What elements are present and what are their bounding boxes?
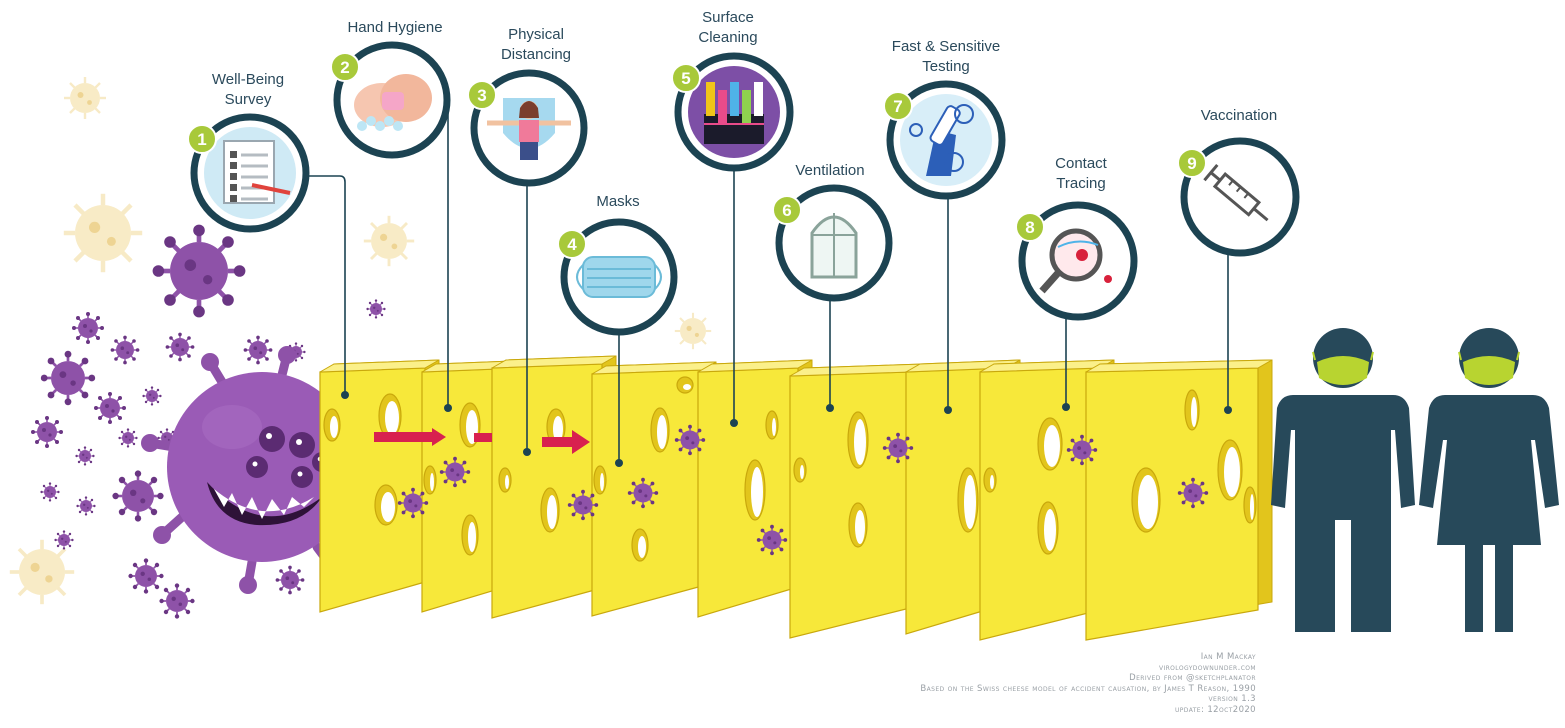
credit-based-on: Based on the Swiss cheese model of accid… <box>920 684 1256 695</box>
virus-particle <box>757 525 787 555</box>
layer-label: Fast & Sensitive Testing <box>866 37 1026 77</box>
virus-particle <box>883 433 913 463</box>
cheese-slice <box>1086 360 1272 640</box>
virus-particle <box>1067 435 1097 465</box>
credit-version: version 1.3 <box>920 694 1256 705</box>
layer-number-badge: 9 <box>1178 149 1206 177</box>
credit-author: Ian M Mackay <box>920 652 1256 663</box>
cheese-slice <box>790 364 924 638</box>
credit-derived: Derived from @sketchplanator <box>920 673 1256 684</box>
layer-label: Masks <box>538 192 698 212</box>
layer-number-badge: 7 <box>884 92 912 120</box>
layer-number-badge: 1 <box>188 125 216 153</box>
layer-number: 7 <box>893 97 902 116</box>
credits-block: Ian M Mackay virologydownunder.com Deriv… <box>920 652 1256 715</box>
layer-label: Hand Hygiene <box>315 18 475 38</box>
cheese-layers <box>320 356 1272 640</box>
cheese-slice <box>320 360 439 612</box>
layer-label: Well-Being Survey <box>168 70 328 110</box>
layer-label: Ventilation <box>750 161 910 181</box>
layer-label: Surface Cleaning <box>648 8 808 48</box>
virus-particle <box>675 425 705 455</box>
virus-particle <box>628 478 658 508</box>
layer-label: Physical Distancing <box>456 25 616 65</box>
protected-man-figure <box>1271 328 1415 632</box>
layer-number-badge: 6 <box>773 196 801 224</box>
layer-number: 1 <box>197 130 206 149</box>
layer-label: Contact Tracing <box>1001 154 1161 194</box>
layer-number: 4 <box>567 235 577 254</box>
layer-number-badge: 4 <box>558 230 586 258</box>
virus-particle <box>398 488 428 518</box>
layer-number-badge: 5 <box>672 64 700 92</box>
layer-number: 6 <box>782 201 791 220</box>
layer-number: 9 <box>1187 154 1196 173</box>
layer-number-badge: 8 <box>1016 213 1044 241</box>
layer-number: 3 <box>477 86 486 105</box>
layer-number: 2 <box>340 58 349 77</box>
layer-number-badge: 2 <box>331 53 359 81</box>
virus-particle <box>1178 478 1208 508</box>
virus-particle <box>440 457 470 487</box>
credit-website: virologydownunder.com <box>920 663 1256 674</box>
virus-particle <box>568 490 598 520</box>
credit-update: update: 12oct2020 <box>920 705 1256 716</box>
layer-number-badge: 3 <box>468 81 496 109</box>
layer-number: 8 <box>1025 218 1034 237</box>
protected-woman-figure <box>1419 328 1559 632</box>
layer-number: 5 <box>681 69 690 88</box>
layer-label: Vaccination <box>1159 106 1319 126</box>
